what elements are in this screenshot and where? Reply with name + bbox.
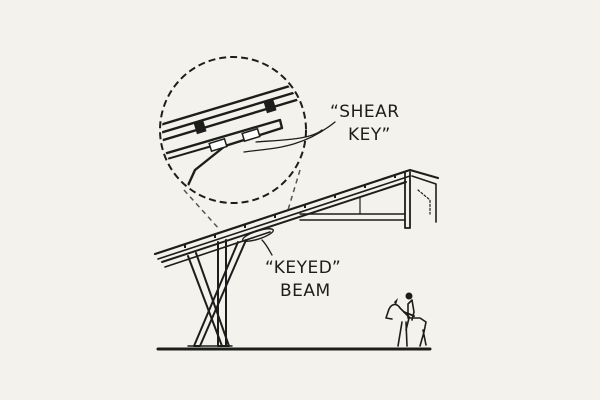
front-columns [187,239,247,347]
keyed-beam [153,168,440,268]
shear-key-label-line2: KEY” [348,125,391,145]
keyed-beam-label-line2: BEAM [280,281,331,301]
keyed-beam-label: “KEYED” BEAM [261,239,341,301]
horse-and-rider-icon [385,292,427,347]
shear-key-label-line1: “SHEAR [330,102,400,122]
keyed-beam-label-line1: “KEYED” [265,258,341,278]
detail-circle [159,56,307,231]
rear-frame [299,171,437,229]
shear-key-label: “SHEAR KEY” [243,102,400,153]
